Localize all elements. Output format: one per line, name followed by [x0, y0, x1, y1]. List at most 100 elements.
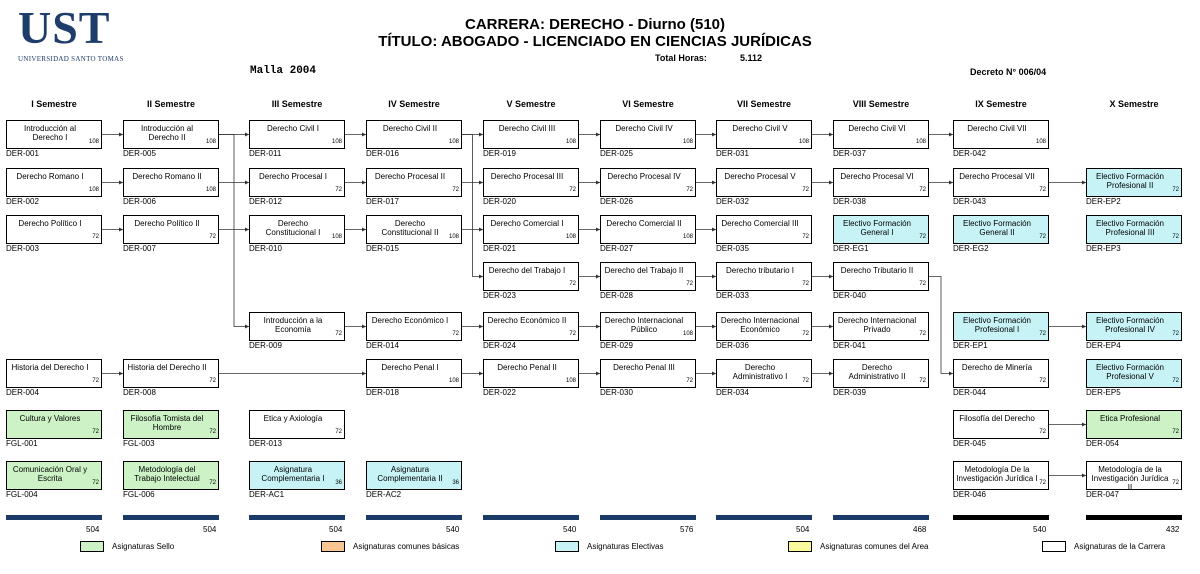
connector-arrow [362, 132, 366, 137]
connector-arrow [119, 371, 123, 376]
connector-arrow [712, 132, 716, 137]
semester-total-bar [366, 515, 462, 520]
legend-swatch [80, 541, 104, 552]
course-hours: 36 [452, 480, 459, 486]
course-hours: 72 [1039, 331, 1046, 337]
course-hours: 108 [565, 139, 576, 145]
course-hours: 72 [209, 480, 216, 486]
course-code: DER-AC2 [366, 490, 402, 499]
legend-label: Asignaturas comunes básicas [353, 542, 460, 551]
semester-header-8: VIII Semestre [852, 99, 910, 109]
connector-arrow [596, 324, 600, 329]
course-name: Derecho Comercial II [606, 219, 682, 228]
course-box[interactable]: Metodología de la Investigación Jurídica… [1086, 461, 1182, 492]
course-box[interactable]: Electivo Formación Profesional I 72 [953, 312, 1049, 341]
connector-arrow [1082, 180, 1086, 185]
course-hours: 72 [802, 234, 809, 240]
course-name: Derecho Comercial III [721, 219, 799, 228]
course-hours: 108 [448, 234, 459, 240]
course-name: Derecho Internacional Privado [837, 316, 917, 334]
semester-header-1: I Semestre [31, 99, 77, 109]
course-hours: 108 [1035, 139, 1046, 145]
course-name: Electivo Formación Profesional III [1095, 219, 1165, 237]
course-code: DER-022 [483, 388, 516, 397]
course-name: Electivo Formación General I [842, 219, 912, 237]
course-name: Derecho Penal III [613, 363, 675, 372]
semester-total-bar [716, 515, 812, 520]
course-hours: 108 [915, 139, 926, 145]
legend-swatch [555, 541, 579, 552]
course-name: Electivo Formación Profesional I [962, 316, 1032, 334]
course-name: Filosofía del Derecho [959, 414, 1035, 423]
connector-arrow [1082, 473, 1086, 478]
connector-arrow [1082, 324, 1086, 329]
connector-arrow [596, 227, 600, 232]
course-name: Derecho Civil IV [615, 124, 673, 133]
course-box[interactable]: Metodología De la Investigación Jurídica… [953, 461, 1049, 490]
course-hours: 72 [1172, 187, 1179, 193]
connector-arrow [949, 180, 953, 185]
course-name: Cultura y Valores [19, 414, 81, 423]
course-name: Derecho Romano I [16, 172, 84, 181]
course-code: DER-024 [483, 341, 516, 350]
